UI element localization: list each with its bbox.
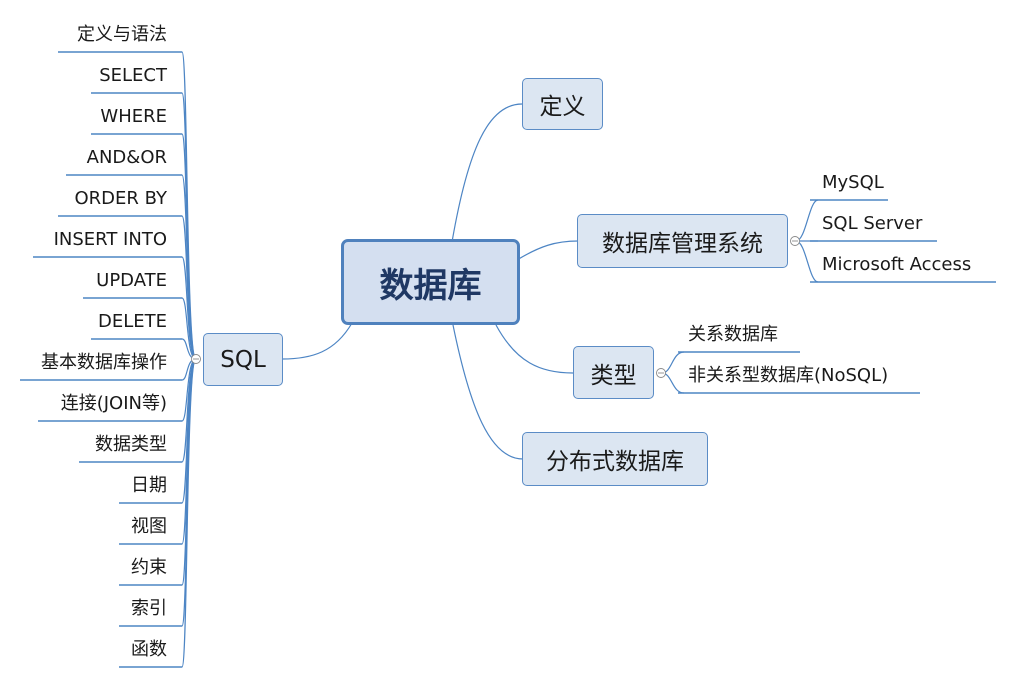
connector-dbms-access	[795, 240, 819, 283]
leaf-sql-topic[interactable]: INSERT INTO	[53, 229, 167, 250]
leaf-sql-topic[interactable]: 数据类型	[95, 434, 167, 455]
leaf-sql-topic[interactable]: 函数	[131, 639, 167, 660]
branch-node-definition[interactable]: 定义	[522, 78, 603, 130]
leaf-sql-topic[interactable]: 连接(JOIN等)	[60, 393, 167, 414]
root-node[interactable]: 数据库	[341, 239, 520, 325]
leaf-dbms-sqlserver[interactable]: SQL Server	[822, 213, 923, 234]
branch-label-sql: SQL	[220, 346, 266, 373]
collapse-toggle-sql[interactable]	[191, 354, 201, 364]
leaf-sql-topic[interactable]: AND&OR	[86, 147, 167, 168]
connector-root-distributed	[452, 324, 524, 460]
connector-root-dbms	[516, 240, 579, 261]
leaf-sql-topic[interactable]: 视图	[131, 516, 167, 537]
branch-label-types: 类型	[590, 362, 637, 389]
branch-label-dbms: 数据库管理系统	[602, 231, 763, 257]
leaf-types-relational[interactable]: 关系数据库	[688, 324, 778, 345]
leaf-dbms-mysql[interactable]: MySQL	[822, 172, 884, 193]
leaf-sql-topic[interactable]: ORDER BY	[74, 188, 168, 209]
connector-root-types	[495, 324, 574, 374]
branch-label-definition: 定义	[539, 94, 586, 120]
branch-node-distributed[interactable]: 分布式数据库	[522, 432, 708, 486]
collapse-toggle-types[interactable]	[656, 368, 666, 378]
leaf-sql-topic[interactable]: 基本数据库操作	[41, 352, 167, 373]
leaf-sql-topic[interactable]: DELETE	[97, 311, 167, 332]
branch-node-dbms[interactable]: 数据库管理系统	[577, 214, 788, 268]
connector-dbms-mysql	[795, 199, 819, 242]
leaf-sql-topic[interactable]: 日期	[131, 475, 167, 496]
collapse-toggle-dbms[interactable]	[790, 236, 800, 246]
branch-node-types[interactable]: 类型	[573, 346, 654, 399]
connector-types-nosql	[661, 372, 685, 394]
leaf-sql-topic[interactable]: SELECT	[99, 65, 167, 86]
leaf-sql-topic[interactable]: WHERE	[100, 106, 167, 127]
connector-types-relational	[661, 351, 685, 374]
leaf-sql-topic[interactable]: 索引	[131, 598, 167, 619]
connector-root-sql	[281, 322, 353, 360]
root-label: 数据库	[379, 265, 482, 306]
leaf-types-nosql[interactable]: 非关系型数据库(NoSQL)	[688, 365, 889, 386]
connector-root-definition	[451, 103, 523, 243]
leaf-sql-topic[interactable]: 约束	[131, 557, 167, 578]
leaf-sql-topic[interactable]: UPDATE	[96, 270, 167, 291]
branch-node-sql[interactable]: SQL	[203, 333, 283, 386]
leaf-dbms-access[interactable]: Microsoft Access	[822, 254, 972, 275]
connector-sql-topic	[181, 215, 197, 360]
connector-sql-topic	[181, 358, 197, 668]
branch-label-distributed: 分布式数据库	[546, 449, 684, 475]
leaf-sql-topic[interactable]: 定义与语法	[77, 24, 167, 45]
